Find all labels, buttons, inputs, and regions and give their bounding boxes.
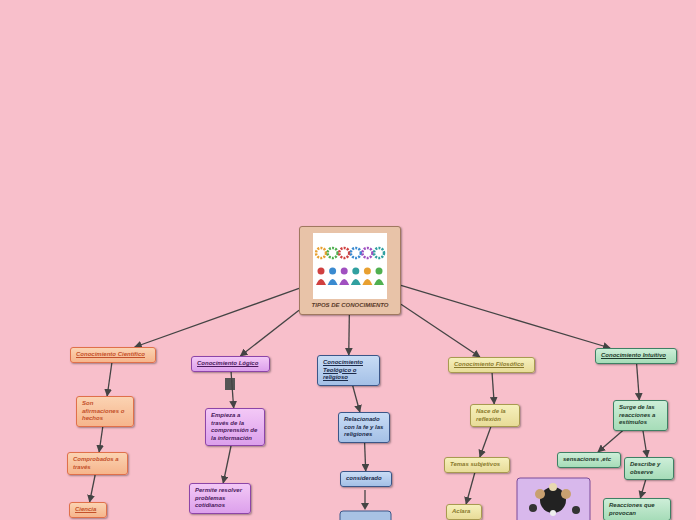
- connector: [223, 446, 231, 483]
- node-text: Conocimiento Lógico: [197, 360, 264, 368]
- connector: [401, 285, 610, 348]
- topic-box: Son afirmaciones o hechos: [76, 396, 134, 427]
- connector: [135, 288, 299, 347]
- connector: [466, 473, 475, 505]
- node-text: Comprobados a través: [73, 456, 122, 471]
- node-text: Conocimiento Científico: [76, 351, 150, 359]
- connector: [640, 480, 645, 498]
- node-text: sensaciones ,etc: [563, 456, 615, 464]
- topic-box: Temas subjetivos: [444, 457, 510, 473]
- connector: [99, 427, 103, 453]
- node-text: Nace de la reflexión: [476, 408, 514, 423]
- topic-box: Describe y observe: [624, 457, 674, 480]
- topic-box: Conocimiento Filosófico: [448, 357, 535, 373]
- connector: [598, 431, 623, 453]
- topic-box: Aclara: [446, 504, 482, 520]
- topic-box: Surge de las reacciones a estímulos: [613, 400, 668, 431]
- topic-box: sensaciones ,etc: [557, 452, 621, 468]
- junction-square: [225, 378, 235, 390]
- topic-box: Conocimiento Intuitivo: [595, 348, 677, 364]
- connector: [353, 386, 360, 413]
- node-text: considerado: [346, 475, 386, 483]
- connector: [231, 372, 234, 409]
- connector: [107, 363, 112, 397]
- node-text: Ciencia: [75, 506, 101, 514]
- topic-box: Permite resolver problemas cotidianos: [189, 483, 251, 514]
- node-text: Conocimiento Filosófico: [454, 361, 529, 369]
- node-text: Describe y observe: [630, 461, 668, 476]
- image-box: [517, 478, 590, 520]
- connector: [637, 364, 640, 401]
- topic-box: Conocimiento Científico: [70, 347, 156, 363]
- node-text: Son afirmaciones o hechos: [82, 400, 128, 423]
- connector: [240, 310, 299, 356]
- connector: [492, 373, 494, 405]
- node-text: Reacciones que provocan: [609, 502, 665, 517]
- topic-box: considerado: [340, 471, 392, 487]
- connector: [90, 475, 96, 502]
- node-text: Permite resolver problemas cotidianos: [195, 487, 245, 510]
- people-gears-illustration: [313, 233, 387, 299]
- topic-box: Reacciones que provocan: [603, 498, 671, 520]
- central-node: TIPOS DE CONOCIMIENTO: [299, 226, 401, 315]
- node-text: Conocimiento Teológico o religioso: [323, 359, 374, 382]
- topic-box: Empieza a través de la comprensión de la…: [205, 408, 265, 446]
- node-text: Aclara: [452, 508, 476, 516]
- topic-box: Comprobados a través: [67, 452, 128, 475]
- node-text: Temas subjetivos: [450, 461, 504, 469]
- node-text: Relacionado con la fe y las religiones: [344, 416, 384, 439]
- node-text: Empieza a través de la comprensión de la…: [211, 412, 259, 442]
- connector: [401, 304, 480, 357]
- topic-box: Relacionado con la fe y las religiones: [338, 412, 390, 443]
- topic-box: Conocimiento Lógico: [191, 356, 270, 372]
- connector: [480, 427, 491, 457]
- topic-box: Conocimiento Teológico o religioso: [317, 355, 380, 386]
- node-text: Conocimiento Intuitivo: [601, 352, 671, 360]
- topic-box: Nace de la reflexión: [470, 404, 520, 427]
- node-text: Surge de las reacciones a estímulos: [619, 404, 662, 427]
- connector: [365, 443, 366, 472]
- icon-cluster: [529, 483, 580, 516]
- connector: [348, 315, 350, 356]
- connector: [643, 431, 647, 458]
- topic-box: Ciencia: [69, 502, 107, 518]
- cut-box: [340, 511, 391, 520]
- node-text: TIPOS DE CONOCIMIENTO: [304, 302, 396, 310]
- arrowhead: [361, 503, 369, 510]
